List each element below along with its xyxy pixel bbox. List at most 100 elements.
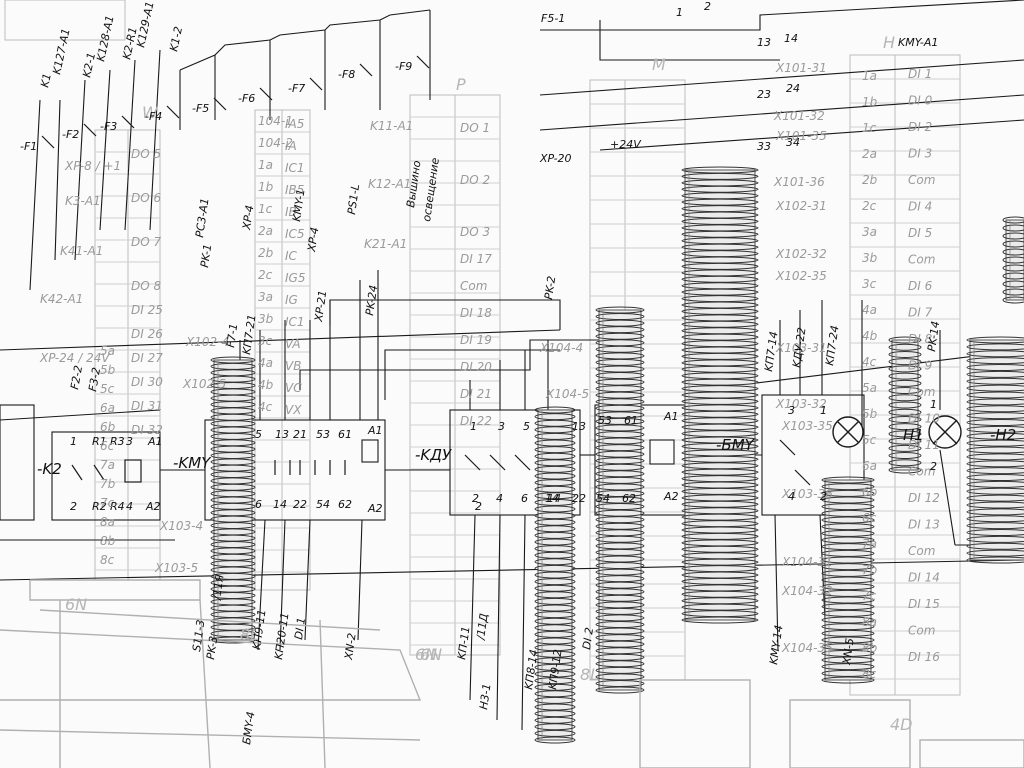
terminal-label: Com <box>908 173 935 187</box>
terminal-label: 2b <box>258 246 274 260</box>
wire-label-top: K1 <box>38 72 54 89</box>
wire-label-top: K127-A1 <box>50 27 72 75</box>
fuse-switch-icon <box>41 135 55 149</box>
port-label: 61 <box>624 414 638 427</box>
label-k21-a1: K21-A1 <box>364 237 407 251</box>
terminal-label: IA5 <box>285 117 304 131</box>
label-k3-a1: K3-A1 <box>65 194 101 208</box>
io-label: DO 8 <box>131 279 162 293</box>
wire-label-mid: KП7-21 <box>240 314 259 356</box>
terminal-label: IA <box>285 139 297 153</box>
wire-label-bottom: KП8-14 <box>522 649 541 691</box>
terminal-label: 1b <box>862 95 878 109</box>
label-x104-4: X104-4 <box>539 341 583 355</box>
substation-frame <box>0 579 1024 768</box>
label-x101-32: X101-32 <box>773 109 825 123</box>
port-label: A2 <box>663 490 679 503</box>
wire-label-bottom: DI 1 <box>292 617 308 641</box>
terminal-label: 7b <box>862 563 878 577</box>
lamp-pin-label: 3 <box>788 404 795 417</box>
terminal-label: 104-1 <box>258 114 293 128</box>
terminal-label: 8c <box>862 667 877 681</box>
wire-label-top: K1-2 <box>167 25 185 52</box>
wire-label-bottom: XN-2 <box>342 632 359 661</box>
terminal-label: DI 9 <box>908 359 932 373</box>
terminal-label: DI 6 <box>908 279 933 293</box>
terminal-label: 1c <box>862 121 877 135</box>
kdu-pin-label: 4 <box>496 492 503 505</box>
terminal-label: 2b <box>862 173 878 187</box>
label-n13: 13 <box>757 36 771 49</box>
terminal-label: 5c <box>862 433 877 447</box>
terminal-label: 6b <box>862 485 878 499</box>
terminal-label: IG <box>285 293 298 307</box>
fuse-label: -F8 <box>338 68 355 81</box>
label-n33: 33 <box>757 140 771 153</box>
terminal-label: IB <box>285 205 297 219</box>
wire-label-left: F2-2 <box>68 364 85 390</box>
wire-label-top: K128-A1 <box>94 14 116 62</box>
relay-pin-label: 21 <box>293 428 307 441</box>
fuse-label: -F9 <box>395 60 412 73</box>
port-label: 2 <box>475 500 482 513</box>
wire-label-mid: XP-4 <box>305 226 321 253</box>
label-x102-4: X102-4 <box>185 335 229 349</box>
wire-label-bottom: KП9-12 <box>546 649 565 691</box>
io-label: DI 21 <box>460 387 492 401</box>
wire-label-right: KДУ-22 <box>790 327 809 369</box>
io-label: DI 32 <box>131 423 163 437</box>
io-label: DI 22 <box>460 414 492 428</box>
label-x101-31: X101-31 <box>775 61 827 75</box>
kdu-pin-label: 5 <box>523 420 530 433</box>
terminal-label: 7a <box>862 537 877 551</box>
k2-pin-label: R2 <box>92 500 107 513</box>
io-label: DI 17 <box>460 252 492 266</box>
io-label: DO 3 <box>460 225 490 239</box>
wire-label-left: F3-2 <box>86 366 103 392</box>
io-label: DI 25 <box>131 303 163 317</box>
kdu-pin-label: 3 <box>498 420 505 433</box>
wire-label-mid: KMY-1 <box>290 188 307 222</box>
io-label: DO 1 <box>460 121 490 135</box>
terminal-label: 2a <box>862 147 877 161</box>
relay-pin-label: 13 <box>275 428 289 441</box>
insulator-icon <box>966 336 1024 564</box>
terminal-label: 3b <box>862 251 878 265</box>
wire-label-mid: XP-21 <box>312 289 329 323</box>
terminal-label: 2c <box>258 268 273 282</box>
terminal-label: Com <box>908 385 935 399</box>
terminal-label: DI 14 <box>908 571 940 585</box>
lamp-h2-icon <box>928 415 962 449</box>
row-label: 6a <box>100 401 115 415</box>
wire-label-bottom: /11Д <box>474 612 491 641</box>
k2-pin-label: 1 <box>70 435 77 448</box>
relay-pin-label: 53 <box>316 428 330 441</box>
terminal-label: 5b <box>862 407 878 421</box>
label-xp8: XP-8 / +1 <box>64 159 121 173</box>
label-x102-32: X102-32 <box>775 247 827 261</box>
label-k2: -K2 <box>37 460 62 478</box>
terminal-label: DI 10 <box>908 412 940 426</box>
terminal-label: 4a <box>862 303 877 317</box>
wire-label-bottom: 8L <box>240 625 259 644</box>
diagram-labels: F5-1 1 2 13 14 KMY-A1 H 23 24 33 34 XP-2… <box>37 0 1016 734</box>
terminal-label: VX <box>285 403 302 417</box>
label-n23: 23 <box>757 88 771 101</box>
terminal-label: 1a <box>258 158 273 172</box>
label-m: M <box>652 55 666 74</box>
io-label: DO 7 <box>131 235 162 249</box>
relay-pin-label: 6 <box>255 498 262 511</box>
fuse-switch-icon <box>259 87 273 101</box>
k2-pin-label: A2 <box>145 500 161 513</box>
fuse-switch-icon <box>359 63 373 77</box>
terminal-label: 8b <box>862 641 878 655</box>
port-label: 54 <box>596 492 610 505</box>
kdu-pin-label: 13 <box>572 420 586 433</box>
fuse-switch-icon <box>166 105 180 119</box>
wire-label-bottom: 6N <box>420 645 442 664</box>
row-label: 5c <box>100 382 115 396</box>
label-xp24: XP-24 / 24V <box>39 351 110 365</box>
terminal-label: IC5 <box>285 227 305 241</box>
insulator-icon <box>888 336 922 474</box>
